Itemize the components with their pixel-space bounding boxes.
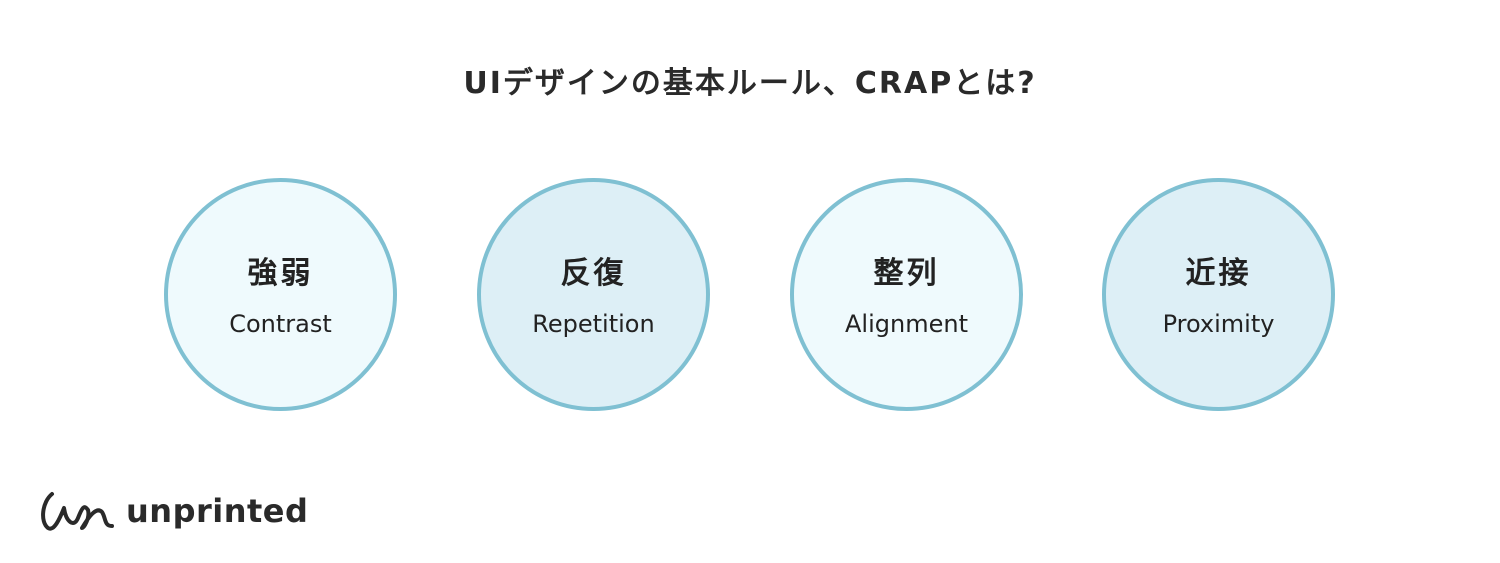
page-title: UIデザインの基本ルール、CRAPとは? [463,66,1037,101]
unprinted-logo: unprinted [38,488,308,534]
principle-circle-proximity: 近接 Proximity [1102,178,1335,411]
principle-en-label: Alignment [845,309,968,338]
logo-mark-icon [41,492,114,531]
principle-en-label: Repetition [532,309,655,338]
principle-jp-label: 近接 [1185,255,1252,291]
principle-circle-alignment: 整列 Alignment [790,178,1023,411]
principle-jp-label: 強弱 [247,255,314,291]
principle-jp-label: 整列 [873,255,940,291]
principle-en-label: Contrast [229,309,332,338]
principle-jp-label: 反復 [560,255,627,291]
principle-circle-repetition: 反復 Repetition [477,178,710,411]
logo-text: unprinted [126,492,309,530]
principle-en-label: Proximity [1162,309,1275,338]
principle-circle-contrast: 強弱 Contrast [164,178,397,411]
